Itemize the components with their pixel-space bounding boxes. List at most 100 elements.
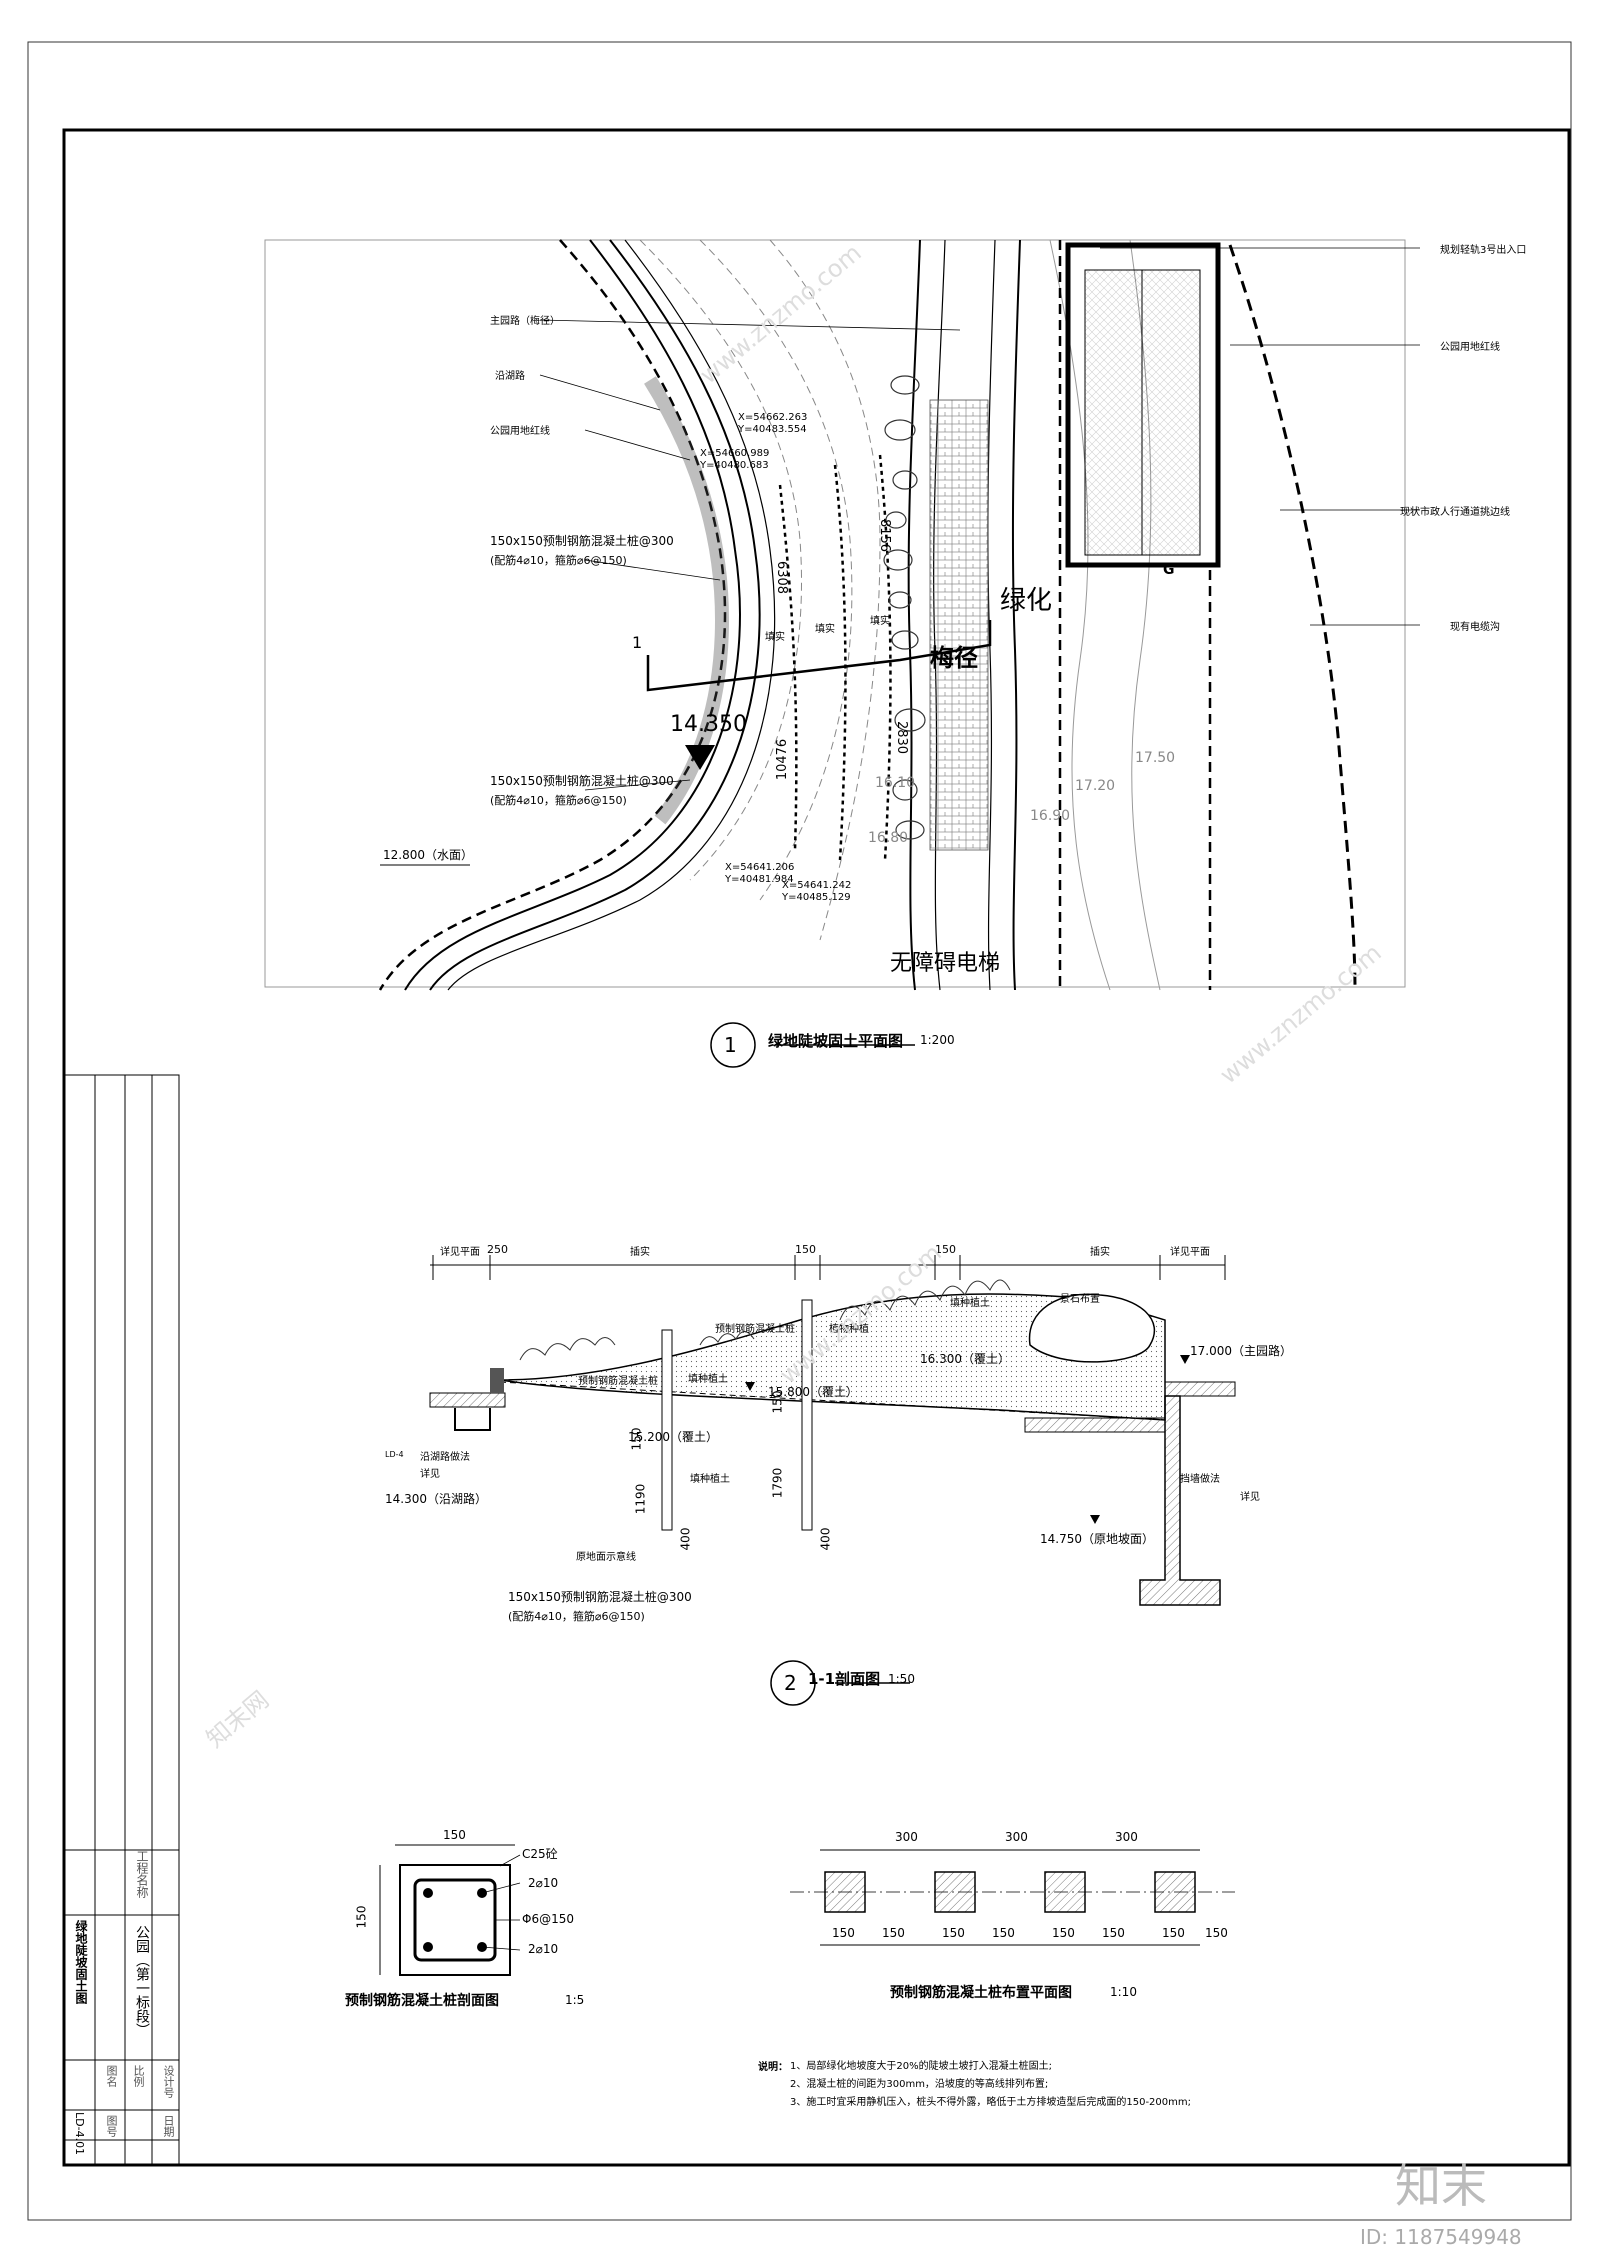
inner-frame	[62, 128, 1571, 2167]
water-level-label: 12.800（水面）	[383, 848, 473, 862]
plan-scale: 1:200	[920, 1033, 955, 1047]
meijing-label: 梅径	[930, 644, 978, 672]
pile-width: 150	[1102, 1926, 1125, 1940]
lake-road-edge-c	[447, 239, 776, 991]
notes-list: 1、局部绿化地坡度大于20%的陡坡土坡打入混凝土桩固土; 2、混凝土桩的间距为3…	[790, 2058, 1191, 2112]
pile-section-title: 预制钢筋混凝土桩剖面图	[345, 1993, 499, 2009]
pile-width: 150	[1052, 1926, 1075, 1940]
plan-circle-no: 1	[724, 1033, 737, 1057]
title-block	[63, 1074, 180, 2166]
pile-spec-label: 150x150预制钢筋混凝土桩@300	[508, 1590, 692, 1604]
plan-view	[264, 239, 1420, 991]
plan-dim: 2830	[894, 720, 910, 755]
ref-sub-label: LD-4	[385, 1450, 404, 1459]
lake-road-edge-b	[429, 239, 761, 991]
pile-reinforcement-label: (配筋4⌀10，箍筋⌀6@150)	[508, 1610, 645, 1623]
watermark-brand: 知末	[1395, 2159, 1487, 2213]
fill-soil-label: 填种植土	[688, 1374, 728, 1385]
section-dim: 150	[795, 1243, 816, 1256]
see-label: 详见	[420, 1469, 440, 1480]
pile-width-dim: 150	[443, 1828, 466, 1842]
pile-row	[878, 454, 892, 861]
elevation-17000: 17.000（主园路）	[1190, 1344, 1292, 1358]
drawing-label: 图名	[105, 2065, 118, 2087]
elevation-14750: 14.750（原地坡面）	[1040, 1532, 1154, 1546]
date-label: 日期	[162, 2115, 175, 2137]
plan-border	[264, 239, 1406, 988]
fill-soil-label: 填种植土	[690, 1474, 730, 1485]
section-scale: 1:50	[888, 1672, 915, 1686]
plan-title-circle	[710, 1022, 756, 1068]
elevation-14300: 14.300（沿湖路）	[385, 1492, 487, 1506]
section-dim: 150	[935, 1243, 956, 1256]
section-title-circle	[770, 1660, 816, 1706]
boulder-label: 景石布置	[1060, 1294, 1100, 1305]
main-road-edge	[907, 239, 921, 991]
contour-label: 17.20	[1075, 778, 1116, 794]
section-title: 1-1剖面图	[808, 1670, 881, 1688]
green-area-label: 绿化	[1000, 586, 1053, 616]
pile-width: 150	[832, 1926, 855, 1940]
pile-spec-label: 150x150预制钢筋混凝土桩@300	[490, 774, 674, 788]
main-road-slab	[1164, 1381, 1236, 1397]
pile-width: 150	[1162, 1926, 1185, 1940]
note-item: 3、施工时宜采用静机压入，桩头不得外露，略低于土方排坡造型后完成面的150-20…	[790, 2097, 1191, 2108]
pile-width: 150	[882, 1926, 905, 1940]
boulder	[1028, 1293, 1156, 1363]
plant-label: 植物种植	[829, 1324, 869, 1335]
design-no-label: 设计号	[162, 2065, 175, 2098]
pile-row	[833, 464, 847, 861]
pile-layout-detail	[790, 1849, 1235, 1946]
contour-label: 16.90	[1030, 808, 1071, 824]
pile	[801, 1299, 813, 1531]
section-circle-no: 2	[784, 1671, 797, 1695]
section-dim: 详见平面	[440, 1247, 480, 1258]
pile-width: 150	[992, 1926, 1015, 1940]
pile-width: 150	[1205, 1926, 1228, 1940]
paving-strip	[929, 399, 989, 851]
dashed-line	[1228, 244, 1357, 991]
retaining-wall	[1139, 1395, 1221, 1606]
section-dim: 详见平面	[1170, 1247, 1210, 1258]
contour-line	[699, 239, 853, 901]
stirrup-label: Φ6@150	[522, 1912, 574, 1926]
section-dim-vertical: 150	[770, 1390, 785, 1414]
pile-reinforcement-label: (配筋4⌀10，箍筋⌀6@150)	[490, 794, 627, 807]
project-name: 公园（第一标段）	[134, 1925, 150, 2037]
pile-label: 预制钢筋混凝土桩	[715, 1324, 795, 1335]
pile-strip	[644, 376, 730, 825]
note-item: 2、混凝土桩的间距为300mm，沿坡度的等高线排列布置;	[790, 2079, 1049, 2090]
outer-frame	[27, 41, 1572, 2221]
cable-trench-label: 现有电缆沟	[1450, 622, 1500, 633]
fill-label: 填实	[815, 624, 835, 635]
section-dim-vertical: 400	[818, 1527, 833, 1551]
pile-section-scale: 1:5	[565, 1993, 585, 2007]
rebar-top: 2⌀10	[528, 1876, 559, 1890]
lake-road-label: 沿湖路	[495, 371, 525, 382]
metro-exit-label: 规划轻轨3号出入口	[1440, 245, 1527, 256]
elevation-markers	[745, 1355, 1190, 1524]
elevation-16300: 16.300（覆土）	[920, 1352, 1010, 1366]
lake-road-base	[429, 1392, 506, 1408]
pile	[661, 1329, 673, 1531]
curb-stone	[490, 1368, 504, 1393]
section-dim: 插实	[630, 1247, 650, 1258]
original-ground-line	[499, 1381, 1166, 1421]
see-label: 详见	[1240, 1492, 1260, 1503]
sheet-label: 图号	[105, 2115, 118, 2137]
pile-spacing: 300	[1115, 1830, 1138, 1844]
contour-line	[1049, 239, 1111, 991]
lake-road-curb	[454, 1408, 491, 1431]
section-dim: 250	[487, 1243, 508, 1256]
pile-spacing: 300	[895, 1830, 918, 1844]
pile-spacing: 300	[1005, 1830, 1028, 1844]
plan-dim: 6308	[774, 560, 790, 595]
pile-row	[778, 484, 798, 851]
elevator-label: 无障碍电梯	[890, 951, 1001, 976]
pile-height-dim: 150	[354, 1905, 369, 1929]
